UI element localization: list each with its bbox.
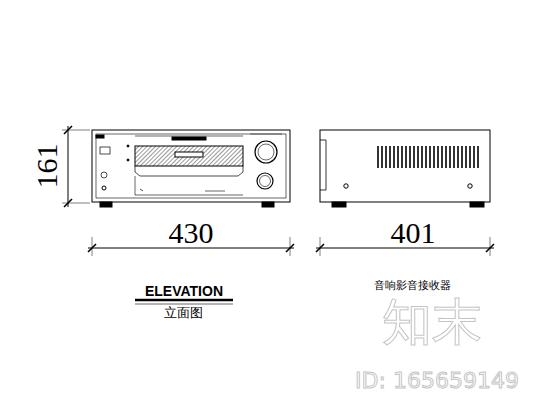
view-title: ELEVATION bbox=[145, 284, 223, 298]
display-window bbox=[135, 146, 243, 166]
view-title-cn: 立面图 bbox=[164, 306, 203, 319]
watermark: 知末 bbox=[382, 297, 482, 347]
volume-knob bbox=[255, 141, 277, 163]
side-body bbox=[320, 130, 490, 202]
part-name: 音响影音接收器 bbox=[374, 280, 451, 291]
dimension-value: 430 bbox=[169, 218, 214, 248]
selector-knob bbox=[257, 173, 273, 189]
watermark-id: ID: 165659149 bbox=[355, 370, 519, 392]
front-body bbox=[92, 130, 290, 202]
dimension-value: 401 bbox=[391, 218, 436, 248]
dimension-value: 161 bbox=[31, 144, 61, 189]
